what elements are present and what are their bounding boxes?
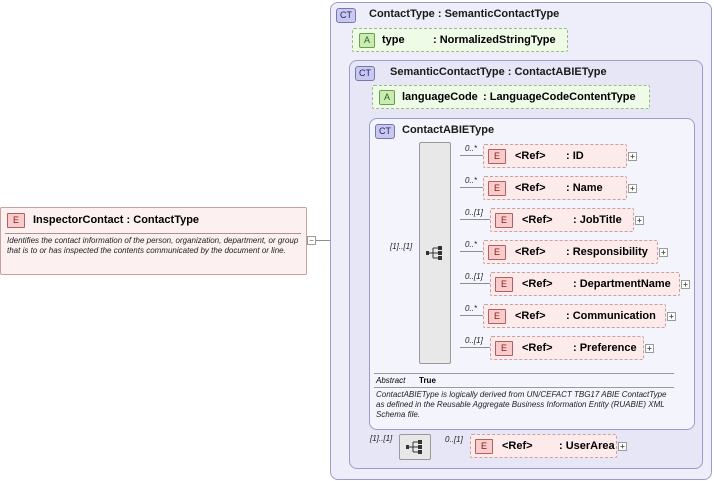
attribute-type-name: : NormalizedStringType <box>433 34 556 46</box>
element-ref: <Ref> <box>522 214 553 226</box>
element-ref: <Ref> <box>515 182 546 194</box>
doc-separator <box>374 373 674 374</box>
element-occurs: 0..* <box>465 176 478 185</box>
element-id[interactable]: E <Ref> : ID + <box>483 144 637 168</box>
root-element-inspector-contact[interactable]: E InspectorContact : ContactType Identif… <box>0 207 307 275</box>
root-element-title: InspectorContact : ContactType <box>33 214 199 226</box>
outer-sequence-compositor[interactable] <box>399 434 431 460</box>
element-occurs: 0..* <box>465 240 478 249</box>
element-occurs: 0..[1] <box>465 208 483 217</box>
element-icon: E <box>495 341 513 356</box>
complex-type-icon: CT <box>336 8 356 23</box>
element-occurs: 0..[1] <box>465 272 483 281</box>
outer-sequence-occurs: [1]..[1] <box>370 434 393 443</box>
attribute-name: languageCode <box>402 91 478 103</box>
element-icon: E <box>488 149 506 164</box>
element-user-area[interactable]: E <Ref> : UserArea + <box>470 434 627 458</box>
doc-separator <box>374 387 674 388</box>
element-ref: <Ref> <box>515 310 546 322</box>
attribute-type-name: : LanguageCodeContentType <box>483 91 636 103</box>
collapse-icon[interactable]: − <box>307 236 316 245</box>
element-ref: <Ref> <box>515 150 546 162</box>
attribute-name: type <box>382 34 405 46</box>
element-name: : Responsibility <box>566 246 648 258</box>
element-ref: <Ref> <box>522 278 553 290</box>
element-occurs: 0..* <box>465 144 478 153</box>
element-connector <box>460 315 483 316</box>
element-occurs: 0..* <box>465 304 478 313</box>
complex-type-icon: CT <box>375 124 395 139</box>
abie-type-title: ContactABIEType <box>402 124 495 136</box>
element-name: : ID <box>566 150 584 162</box>
abstract-label: Abstract <box>376 376 406 385</box>
element-icon: E <box>488 309 506 324</box>
element-icon: E <box>495 213 513 228</box>
semantic-type-title: SemanticContactType : ContactABIEType <box>390 66 607 78</box>
sequence-icon <box>406 440 422 454</box>
attribute-icon: A <box>359 33 375 48</box>
element-name: : Communication <box>566 310 656 322</box>
expand-icon[interactable]: + <box>628 184 637 193</box>
element-connector <box>460 219 490 220</box>
expand-icon[interactable]: + <box>645 344 654 353</box>
root-documentation: Identifies the contact information of th… <box>7 236 299 255</box>
abie-documentation: ContactABIEType is logically derived fro… <box>376 390 667 419</box>
element-name: : JobTitle <box>573 214 622 226</box>
abstract-value: True <box>419 376 436 385</box>
sequence-occurs: [1]..[1] <box>390 242 413 251</box>
element-connector <box>460 187 483 188</box>
element-icon: E <box>475 439 493 454</box>
element-name: : DepartmentName <box>573 278 671 290</box>
element-connector <box>460 347 490 348</box>
element-icon: E <box>488 181 506 196</box>
element-preference[interactable]: E <Ref> : Preference + <box>490 336 654 360</box>
element-name-field[interactable]: E <Ref> : Name + <box>483 176 637 200</box>
element-connector <box>460 251 483 252</box>
element-icon: E <box>7 213 25 228</box>
attribute-type[interactable]: A type : NormalizedStringType <box>352 28 568 52</box>
element-communication[interactable]: E <Ref> : Communication + <box>483 304 676 328</box>
element-ref: <Ref> <box>522 342 553 354</box>
element-job-title[interactable]: E <Ref> : JobTitle + <box>490 208 644 232</box>
root-element-name: InspectorContact <box>33 214 124 226</box>
complex-type-icon: CT <box>355 66 375 81</box>
root-element-type: : ContactType <box>126 214 200 226</box>
expand-icon[interactable]: + <box>635 216 644 225</box>
doc-separator <box>5 233 301 234</box>
expand-icon[interactable]: + <box>659 248 668 257</box>
attribute-language-code[interactable]: A languageCode : LanguageCodeContentType <box>372 85 650 109</box>
element-name: : Preference <box>573 342 637 354</box>
attribute-icon: A <box>379 90 395 105</box>
expand-icon[interactable]: + <box>618 442 627 451</box>
element-ref: <Ref> <box>502 440 533 452</box>
sequence-compositor[interactable] <box>419 142 451 364</box>
element-icon: E <box>488 245 506 260</box>
element-connector <box>460 283 490 284</box>
element-icon: E <box>495 277 513 292</box>
element-name: : Name <box>566 182 603 194</box>
element-ref: <Ref> <box>515 246 546 258</box>
element-responsibility[interactable]: E <Ref> : Responsibility + <box>483 240 668 264</box>
element-connector <box>460 155 483 156</box>
user-area-occurs: 0..[1] <box>445 435 463 444</box>
contact-type-title: ContactType : SemanticContactType <box>369 8 560 20</box>
expand-icon[interactable]: + <box>628 152 637 161</box>
element-name: : UserArea <box>559 440 615 452</box>
sequence-icon <box>426 246 442 260</box>
connector-root <box>305 240 340 241</box>
element-occurs: 0..[1] <box>465 336 483 345</box>
expand-icon[interactable]: + <box>667 312 676 321</box>
element-department-name[interactable]: E <Ref> : DepartmentName + <box>490 272 690 296</box>
expand-icon[interactable]: + <box>681 280 690 289</box>
